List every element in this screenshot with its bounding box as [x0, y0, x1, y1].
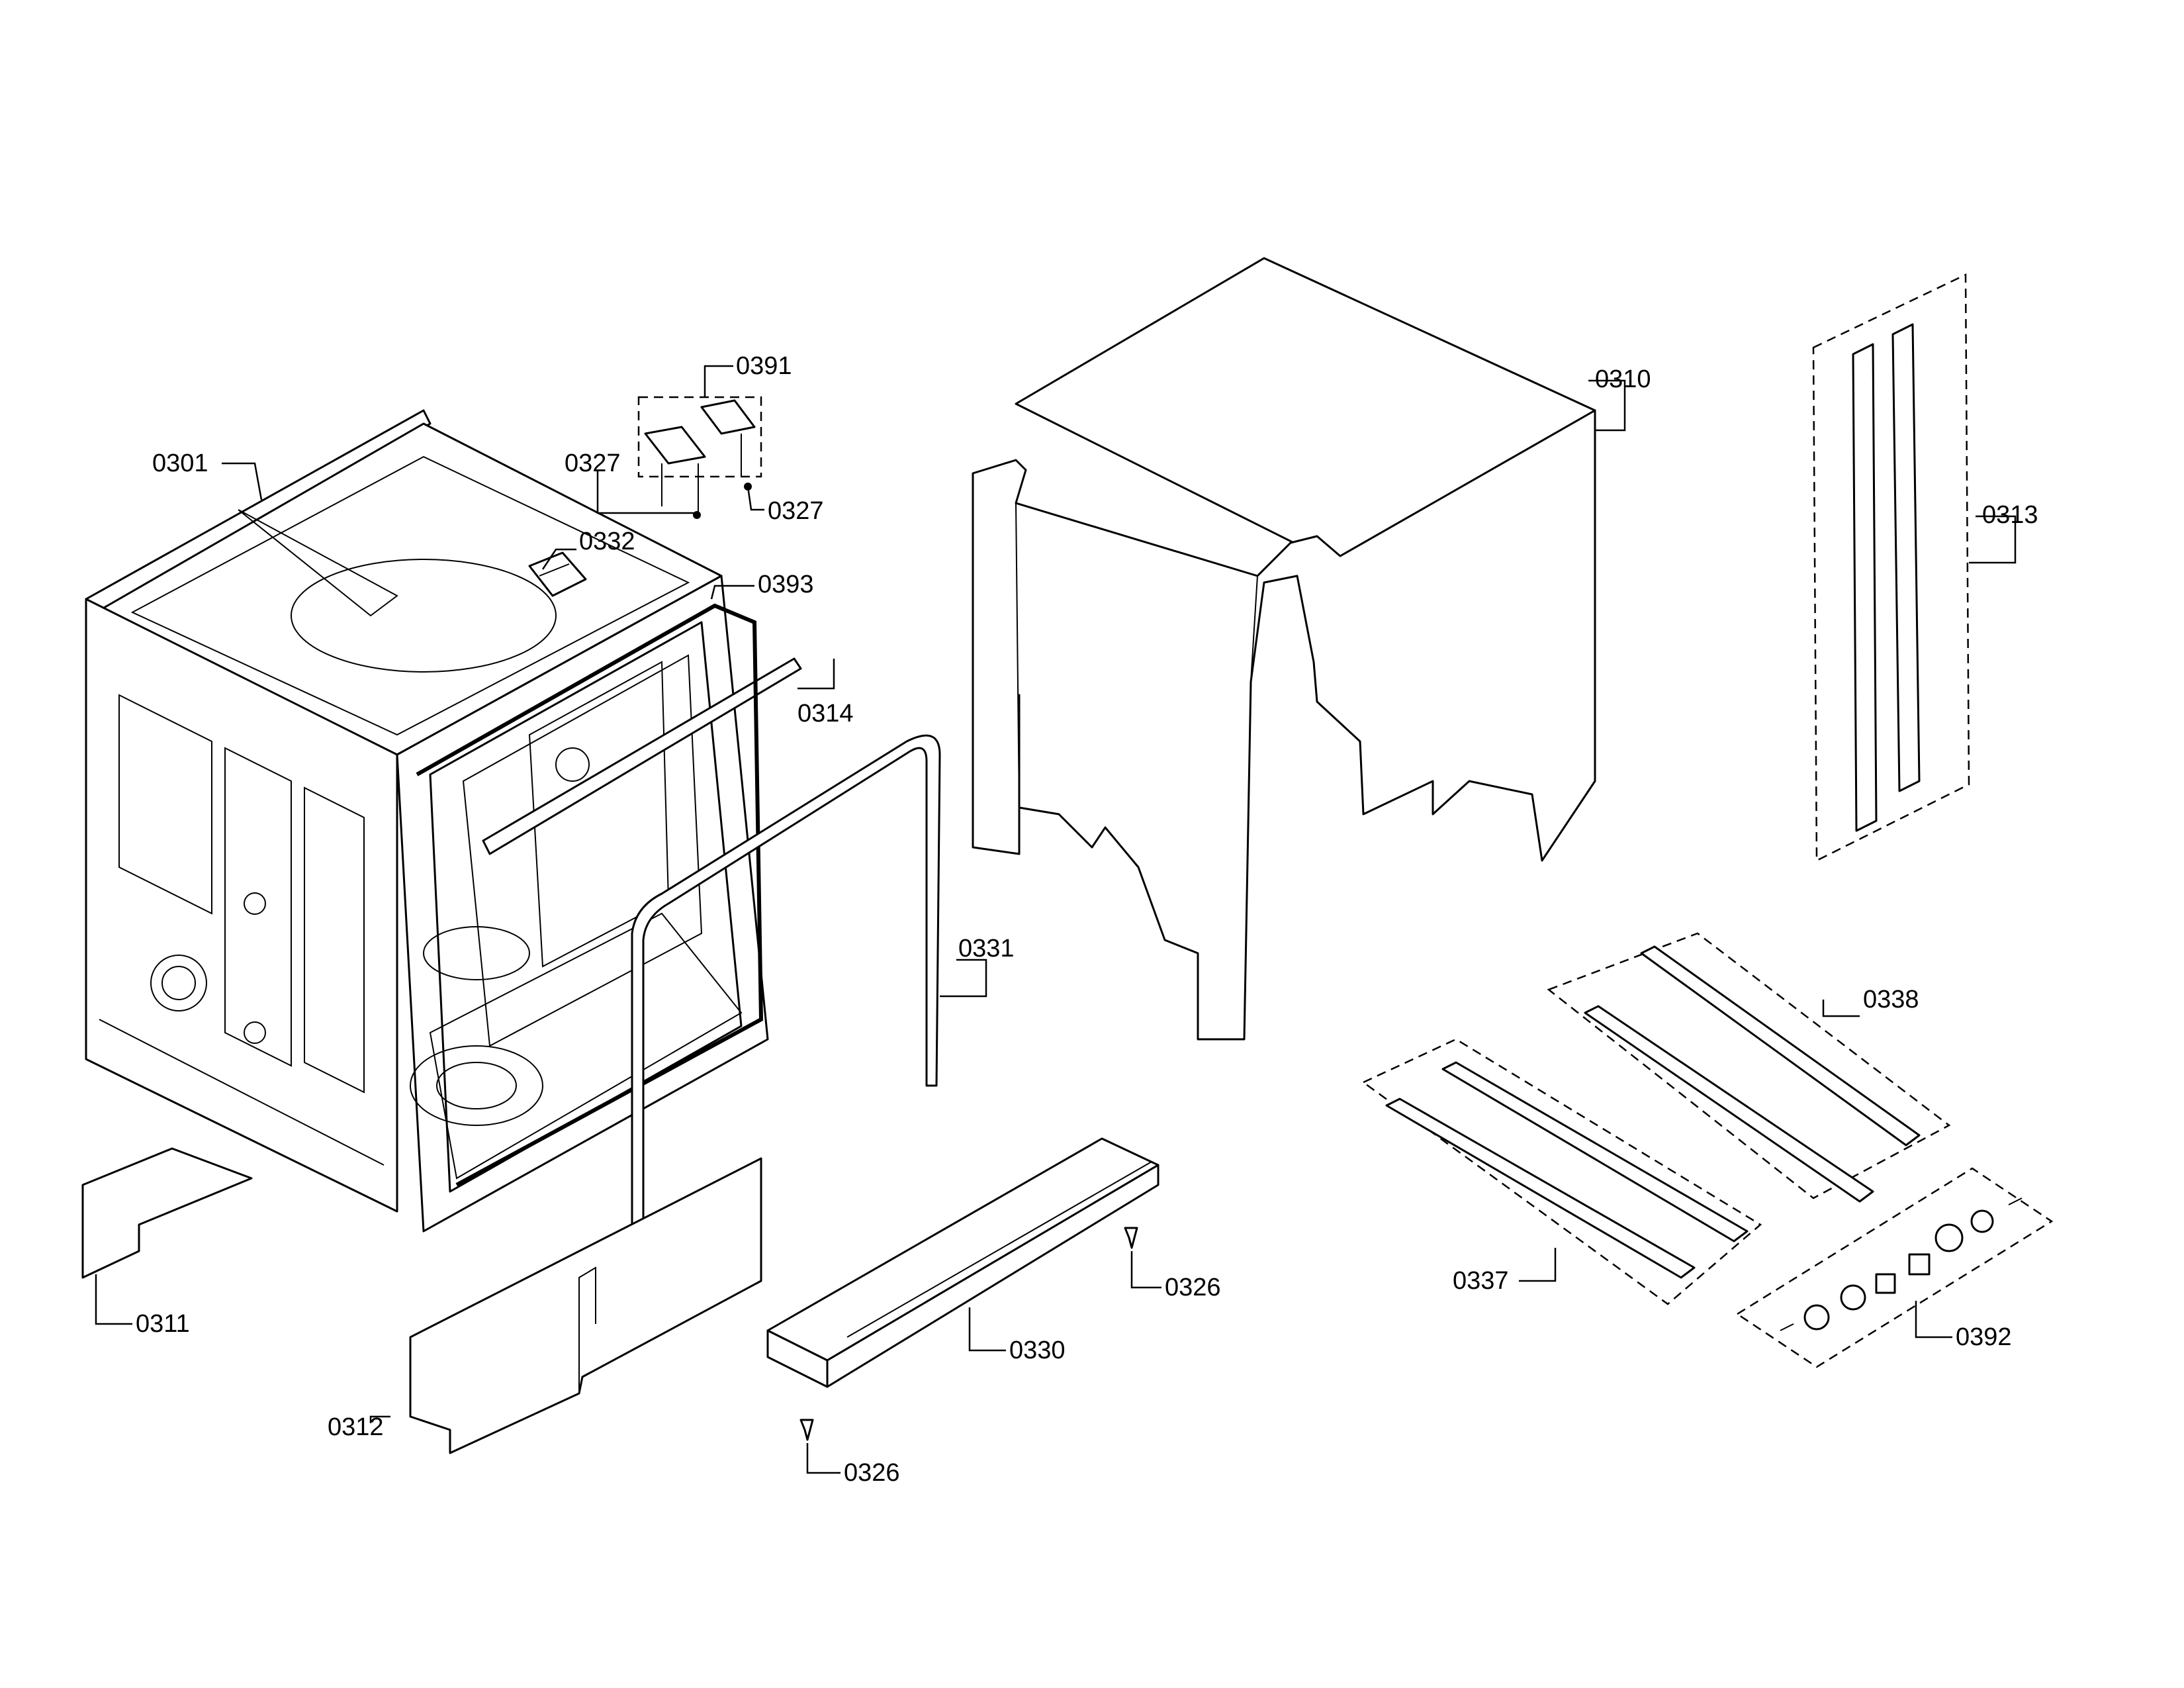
leader-lines — [95, 365, 2017, 1474]
callout-0327-left: 0327 — [565, 449, 621, 477]
strip-0314 — [482, 657, 802, 855]
screw-0326a — [1124, 1227, 1138, 1249]
callout-0310: 0310 — [1595, 365, 1651, 393]
callout-0331: 0331 — [958, 935, 1015, 962]
screw-0326b — [799, 1419, 814, 1441]
callout-0338: 0338 — [1863, 986, 1919, 1013]
tub-0301 — [85, 409, 769, 1233]
callout-0327-right: 0327 — [768, 497, 824, 525]
seal-0393 — [416, 603, 764, 1187]
rails-0313 — [1812, 273, 1970, 863]
wheel-kit-0392 — [1735, 1167, 2054, 1368]
gasket-0331 — [631, 734, 941, 1262]
callout-0332: 0332 — [579, 528, 635, 555]
callout-0392: 0392 — [1956, 1323, 2012, 1351]
callout-0312: 0312 — [328, 1413, 384, 1441]
callout-0301: 0301 — [152, 449, 208, 477]
plates-0391 — [637, 396, 762, 519]
rails-0338 — [1547, 932, 1951, 1203]
rails-0337 — [1361, 1038, 1762, 1305]
callout-0393: 0393 — [758, 571, 814, 598]
tray-0330 — [766, 1137, 1160, 1388]
callout-0326-lower: 0326 — [844, 1459, 900, 1487]
insulation-0310 — [972, 257, 1596, 1041]
callout-0330: 0330 — [1009, 1336, 1066, 1364]
callout-0337: 0337 — [1453, 1267, 1509, 1295]
callout-0311: 0311 — [136, 1310, 190, 1338]
callout-0391: 0391 — [736, 352, 792, 380]
insulation-0312 — [409, 1157, 762, 1454]
callout-0313: 0313 — [1982, 501, 2038, 529]
callout-0326-upper: 0326 — [1165, 1274, 1221, 1301]
insulation-0311 — [81, 1147, 253, 1279]
callout-0314: 0314 — [797, 700, 854, 727]
